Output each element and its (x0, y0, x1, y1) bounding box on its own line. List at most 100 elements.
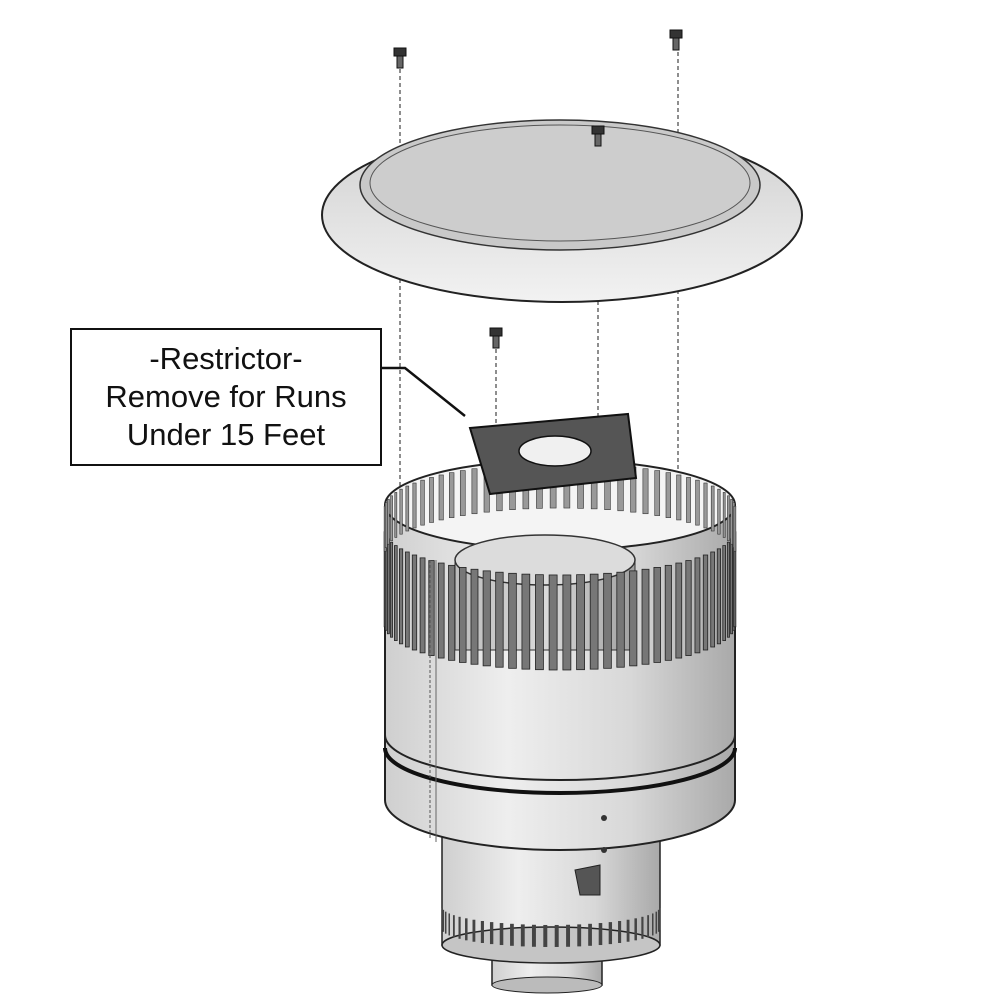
lower-vent-slot (520, 924, 525, 947)
lower-vent-slot (452, 915, 455, 938)
lower-vent-slot (489, 922, 494, 945)
vent-slot (616, 571, 625, 668)
vent-slot (508, 572, 517, 669)
vent-slot (710, 551, 716, 648)
screw-icon (489, 327, 503, 349)
lower-vent-slot (554, 924, 559, 947)
lower-vent-slot (588, 923, 592, 946)
vent-slot (548, 574, 558, 671)
restrictor-plate (468, 412, 638, 496)
screw-icon (669, 29, 683, 51)
vent-slot-rear (722, 492, 726, 538)
vent-slot (603, 572, 612, 669)
lower-vent-slot (652, 913, 654, 936)
vent-slot (437, 562, 445, 659)
vent-slot-rear (387, 498, 390, 545)
vent-slot-rear (695, 479, 700, 526)
vent-slot (394, 545, 398, 641)
vent-slot-rear (717, 488, 721, 535)
vent-slot-rear (399, 488, 403, 535)
screws (393, 29, 683, 349)
vent-slot (495, 571, 504, 668)
vent-slot-rear (703, 482, 708, 529)
vent-slot-rear (471, 468, 478, 515)
vent-slot-rear (727, 495, 730, 542)
lower-vent-slot (641, 916, 644, 939)
vent-slot-rear (384, 502, 388, 549)
vent-slot (730, 538, 734, 635)
vent-slot (411, 554, 418, 651)
vent-slot (386, 538, 390, 635)
lower-vent-slot (608, 922, 613, 945)
vent-slot-rear (642, 468, 649, 515)
vent-slot (641, 568, 650, 665)
vent-slot (629, 570, 638, 667)
lower-vent-slot (465, 918, 468, 941)
vent-slot-rear (459, 470, 466, 516)
vent-slot (702, 554, 709, 651)
vent-slot (459, 567, 467, 663)
callout-line-3: Under 15 Feet (126, 417, 326, 452)
vent-slot (716, 548, 721, 645)
lower-vent-slot (655, 911, 658, 934)
lower-vent-slot (531, 924, 536, 947)
vent-slot-rear (438, 474, 444, 521)
callout-line-2: Remove for Runs (105, 379, 347, 414)
lower-vent-slot (442, 909, 445, 932)
vent-slot (390, 541, 394, 638)
lower-vent-slot (566, 924, 571, 947)
vent-slot-rear (420, 479, 425, 526)
lower-vent-slot (543, 924, 548, 947)
vent-slot (521, 573, 531, 670)
vent-slot-rear (686, 477, 691, 523)
lower-vent-slot (626, 919, 630, 942)
vent-slot (694, 557, 701, 654)
vent-slot-rear (412, 482, 417, 529)
lower-vent-slot (634, 918, 637, 941)
vent-slot (482, 570, 491, 667)
lower-vent-slot (444, 911, 447, 934)
lower-vent-slot (472, 919, 476, 942)
vent-slot (535, 574, 544, 671)
top-cap (321, 119, 803, 303)
vent-slot (722, 545, 726, 641)
vent-slot (562, 574, 572, 671)
lower-vent-slot (647, 915, 650, 938)
vent-slot-rear (429, 477, 434, 523)
screw-icon (393, 47, 407, 69)
vent-slot (448, 564, 456, 661)
vent-slot-rear (710, 485, 715, 532)
main-housing (383, 459, 737, 896)
restrictor-callout-box: -Restrictor- Remove for Runs Under 15 Fe… (70, 328, 382, 466)
vent-slot (726, 541, 730, 638)
vent-slot-rear (730, 498, 733, 545)
lower-vent-slot (499, 923, 504, 946)
bracket (574, 864, 601, 896)
lower-vent-slot (659, 907, 661, 930)
vent-slot (675, 562, 683, 659)
vent-slot-rear (665, 472, 671, 518)
callout-title: -Restrictor- (149, 341, 303, 376)
vent-slot (399, 548, 404, 645)
vent-slot-rear (654, 470, 661, 516)
vent-slot-rear (676, 474, 682, 521)
vent-slot (428, 560, 435, 656)
vent-slot-rear (394, 492, 398, 538)
vent-slot (404, 551, 410, 648)
vent-slot (576, 574, 585, 671)
vent-slot-rear (733, 505, 737, 552)
lower-vent-slot (441, 907, 443, 930)
lower-vent-slot (657, 909, 660, 932)
vent-slot-rear (405, 485, 410, 532)
lower-vent-slot (618, 920, 622, 943)
lower-vent-slot (510, 923, 514, 946)
vent-slot (589, 573, 599, 670)
vent-slot (419, 557, 426, 654)
lower-vent-slot (458, 916, 461, 939)
vent-slot (685, 560, 692, 656)
lower-vent-slot (448, 913, 450, 936)
lower-vent-slot (598, 923, 603, 946)
vent-slot (653, 567, 661, 663)
lower-vent-slot (480, 920, 484, 943)
